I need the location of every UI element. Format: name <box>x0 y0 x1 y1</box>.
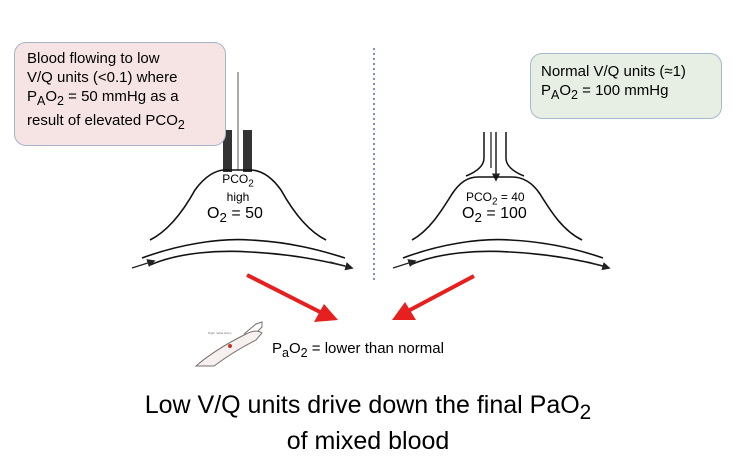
conclusion-line1: Low V/Q units drive down the final PaO2 <box>0 388 736 430</box>
left-o2-sub: 2 <box>219 210 227 226</box>
low-vq-callout-line1: Blood flowing to low <box>27 50 160 67</box>
right-alveolus-pco2-label: PCO2 = 40 <box>466 190 525 209</box>
pao2-p: P <box>27 88 38 105</box>
left-flow-out-arrow <box>329 261 354 271</box>
arterial-p: P <box>272 340 283 357</box>
normal-vq-callout-line2: PAO2 = 100 mmHg <box>541 81 721 105</box>
right-airway-right-wall <box>505 132 525 177</box>
right-capillary-lower <box>409 250 604 267</box>
left-capillary-upper <box>141 238 346 259</box>
right-alveolus <box>411 176 583 241</box>
left-alveolus-pco2-label: PCO2 <box>218 172 258 191</box>
left-red-arrow-shaft <box>246 273 323 315</box>
normal-pao2-o: O <box>559 82 572 99</box>
left-airway-wall-2 <box>243 130 252 172</box>
arm-sketch <box>194 321 263 367</box>
left-alveolus-o2-label: O2 = 50 <box>207 205 263 225</box>
pao2-o: O <box>45 88 58 105</box>
pao2-value: = 50 mmHg as a <box>63 88 179 105</box>
right-pco2-text: PCO <box>466 190 493 204</box>
arterial-sub-a: a <box>282 346 289 360</box>
left-o2-value: = 50 <box>226 205 263 222</box>
normal-pao2-sub-2: 2 <box>571 88 578 102</box>
low-vq-callout-line3: PAO2 = 50 mmHg as a <box>27 87 217 111</box>
right-flow-out-arrow <box>587 261 611 271</box>
left-alveolus <box>149 169 327 241</box>
right-o2-sub: 2 <box>474 210 482 226</box>
arterial-pao2-result: PaO2 = lower than normal <box>272 340 444 360</box>
right-red-arrow-head <box>392 302 416 320</box>
right-capillary-upper <box>402 238 604 259</box>
right-o2-value: = 100 <box>481 205 527 222</box>
low-vq-callout: Blood flowing to low V/Q units (<0.1) wh… <box>14 42 226 146</box>
normal-pao2-value: = 100 mmHg <box>577 82 669 99</box>
right-flow-in-arrow <box>392 259 417 269</box>
pco2-sub: 2 <box>177 118 185 132</box>
left-flow-in-arrow <box>131 259 156 269</box>
right-pco2-sub: 2 <box>492 196 498 208</box>
normal-vq-callout-line1: Normal V/Q units (≈1) <box>541 63 686 80</box>
arterial-o: O <box>288 340 301 357</box>
low-vq-callout-line4: result of elevated PCO2 <box>27 111 217 135</box>
right-airway-left-wall <box>465 132 485 177</box>
normal-pao2-p: P <box>541 82 552 99</box>
left-pco2-sub: 2 <box>248 178 254 190</box>
pco2-text: result of elevated PCO <box>27 112 178 129</box>
pao2-sub-a: A <box>37 94 46 108</box>
right-pco2-value: = 40 <box>497 190 525 204</box>
normal-pao2-sub-a: A <box>551 88 560 102</box>
left-alveolus-pco2-value: high <box>226 190 250 204</box>
right-o2-text: O <box>462 205 475 222</box>
left-capillary-lower <box>149 250 346 267</box>
right-red-arrow-shaft <box>407 274 475 313</box>
left-pco2-text: PCO <box>222 172 249 186</box>
left-o2-text: O <box>207 205 220 222</box>
normal-vq-callout: Normal V/Q units (≈1) PAO2 = 100 mmHg <box>530 53 722 119</box>
left-airway-wall-1 <box>223 130 232 172</box>
arm-label: Right radial artery <box>208 331 232 335</box>
pao2-sub-2: 2 <box>57 94 64 108</box>
conclusion-line1-text: Low V/Q units drive down the final PaO <box>144 391 580 419</box>
arterial-value: = lower than normal <box>307 340 444 357</box>
arterial-sub-2: 2 <box>300 346 308 360</box>
right-alveolus-o2-label: O2 = 100 <box>462 205 527 225</box>
low-vq-callout-line2: V/Q units (<0.1) where <box>27 69 178 86</box>
left-red-arrow-head <box>314 304 338 322</box>
conclusion-line2: of mixed blood <box>286 427 450 455</box>
conclusion-line1-sub: 2 <box>579 401 592 424</box>
